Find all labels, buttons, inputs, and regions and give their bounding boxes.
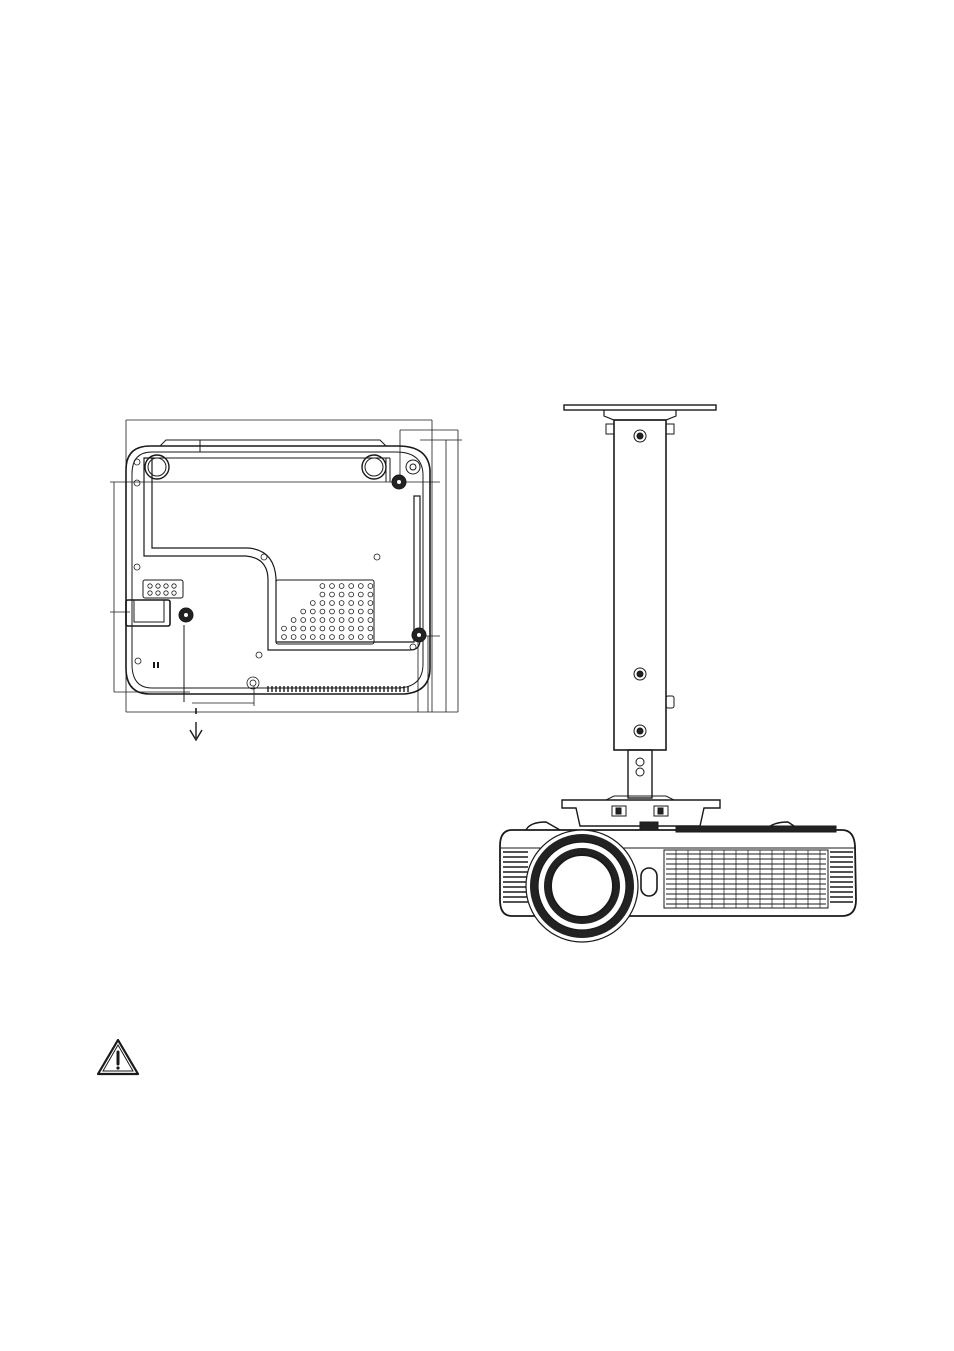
vent-hole: [367, 600, 374, 606]
vent-hole: [367, 617, 374, 623]
vent-hole: [290, 625, 297, 632]
vent-hole: [329, 634, 335, 640]
ceiling-plate: [563, 404, 717, 411]
vent-hole: [348, 634, 355, 640]
vent-hole: [309, 625, 316, 632]
vent-hole: [329, 600, 335, 606]
vent-hole: [300, 625, 307, 632]
ir-sensor: [640, 867, 658, 897]
pole-bolt: [633, 724, 647, 738]
side-vent-fins: [503, 851, 853, 903]
lock-knob: [665, 695, 675, 709]
vent-hole: [367, 634, 374, 640]
vent-hole: [338, 583, 345, 589]
mounting-hole: [178, 607, 194, 623]
vent-hole: [300, 608, 307, 615]
vent-hole: [290, 634, 297, 640]
rubber-foot: [361, 454, 387, 480]
vent-hole: [319, 600, 326, 606]
vent-hole: [309, 608, 316, 615]
small-vent: [142, 579, 184, 599]
vent-hole: [329, 608, 335, 615]
pole-bolt: [633, 429, 647, 443]
front-grille: [663, 849, 829, 909]
vent-hole: [348, 608, 355, 615]
front-grille-lines: [666, 850, 826, 908]
vent-hole: [319, 634, 326, 640]
vent-hole: [338, 634, 345, 640]
arrow-down-icon: [189, 708, 203, 742]
projector-body-inner: [131, 451, 424, 689]
vent-hole: [319, 583, 326, 589]
mounting-hole: [411, 627, 427, 643]
vent-hole: [367, 625, 374, 632]
vent-hole: [348, 617, 355, 623]
main-vent-holes: [281, 583, 374, 640]
focus-ring: [639, 821, 659, 831]
vent-hole: [309, 600, 316, 606]
vent-hole: [329, 583, 335, 589]
vent-hole: [338, 600, 345, 606]
vent-hole: [367, 591, 374, 598]
vent-hole: [348, 583, 355, 589]
bottom-vent-slits: [267, 686, 409, 692]
lower-pole: [627, 749, 653, 799]
dimension-lines: [110, 419, 462, 713]
vent-hole: [357, 600, 364, 606]
vent-hole: [281, 625, 287, 632]
vent-hole: [367, 608, 374, 615]
vent-hole: [300, 634, 307, 640]
vent-hole: [309, 617, 316, 623]
vent-hole: [338, 608, 345, 615]
projector-body-outline: [125, 445, 431, 695]
vent-hole: [329, 625, 335, 632]
pole-bolt: [633, 667, 647, 681]
small-vent-holes: [147, 583, 177, 596]
warning-triangle-icon: [96, 1038, 140, 1076]
vent-hole: [319, 608, 326, 615]
vent-hole: [338, 617, 345, 623]
vent-hole: [348, 625, 355, 632]
screws: [133, 458, 417, 690]
projector-front-body: [499, 829, 857, 917]
vent-hole: [357, 634, 364, 640]
vent-hole: [348, 591, 355, 598]
vent-hole: [319, 625, 326, 632]
vent-hole: [348, 600, 355, 606]
upper-pole: [613, 419, 667, 751]
vent-hole: [338, 625, 345, 632]
vent-hole: [357, 617, 364, 623]
rubber-foot: [405, 459, 421, 475]
vent-hole: [329, 591, 335, 598]
vent-hole: [329, 617, 335, 623]
vent-hole: [319, 591, 326, 598]
recess-outline: [143, 457, 421, 651]
mounting-hole: [391, 474, 407, 490]
vent-hole: [290, 617, 297, 623]
vent-hole: [300, 617, 307, 623]
main-vent: [275, 579, 375, 645]
vent-hole: [357, 591, 364, 598]
rubber-foot: [144, 454, 170, 480]
vent-hole: [309, 634, 316, 640]
vent-hole: [338, 591, 345, 598]
vent-hole: [367, 583, 374, 589]
vent-hole: [357, 625, 364, 632]
lens: [525, 829, 639, 943]
top-ridge: [159, 439, 387, 447]
vent-hole: [319, 617, 326, 623]
vent-hole: [357, 608, 364, 615]
vent-hole: [357, 583, 364, 589]
ceiling-mount-front-view: [499, 404, 857, 943]
projector-bottom-view: [110, 419, 462, 742]
vent-hole: [281, 634, 287, 640]
